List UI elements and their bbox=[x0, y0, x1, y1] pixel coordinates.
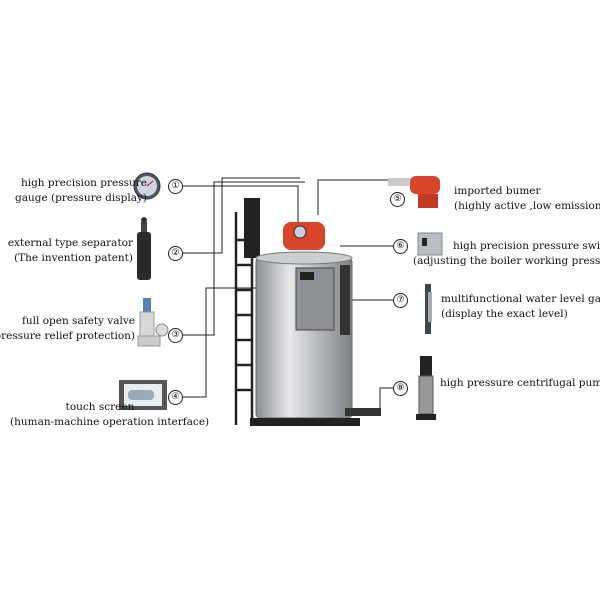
label-line1: multifunctional water level gauge bbox=[441, 293, 600, 305]
label-line2: (highly active ,low emission) bbox=[454, 200, 600, 212]
label-safety-valve: full open safety valve (pressure relief p… bbox=[0, 314, 135, 344]
label-line1: touch screen bbox=[65, 401, 135, 413]
label-line1: imported bumer bbox=[454, 185, 541, 197]
label-pump: high pressure centrifugal pump bbox=[440, 376, 600, 391]
callout-1: ① bbox=[168, 179, 183, 194]
callout-6: ⑥ bbox=[393, 239, 408, 254]
label-line2: (adjusting the boiler working pressure) bbox=[413, 255, 600, 267]
label-line1: full open safety valve bbox=[22, 315, 135, 327]
touch-screen-icon bbox=[119, 380, 167, 410]
label-line1: high precision pressure switch bbox=[453, 240, 600, 252]
callout-7: ⑦ bbox=[393, 293, 408, 308]
water-level-gauge-icon bbox=[425, 284, 432, 334]
label-line1: high precision pressure bbox=[20, 177, 147, 189]
label-touch-screen: touch screen (human-machine operation int… bbox=[10, 400, 210, 430]
callout-3: ③ bbox=[168, 328, 183, 343]
label-line1: external type separator bbox=[7, 237, 133, 249]
callout-5: ⑤ bbox=[390, 192, 405, 207]
separator-icon bbox=[137, 217, 151, 280]
pressure-gauge-icon bbox=[133, 172, 161, 200]
label-pressure-switch: high precision pressure switch (adjusting… bbox=[413, 239, 600, 269]
centrifugal-pump-icon bbox=[416, 356, 436, 420]
label-pressure-gauge: high precision pressure gauge (pressure d… bbox=[15, 176, 147, 206]
callout-4: ④ bbox=[168, 390, 183, 405]
label-line2: (pressure relief protection) bbox=[0, 330, 135, 342]
callout-2: ② bbox=[168, 246, 183, 261]
safety-valve-icon bbox=[137, 298, 169, 347]
pressure-switch-icon bbox=[417, 232, 443, 256]
boiler-illustration bbox=[234, 198, 381, 426]
label-line2: (human-machine operation interface) bbox=[10, 416, 210, 428]
label-line2: gauge (pressure display) bbox=[14, 192, 147, 204]
label-water-level-gauge: multifunctional water level gauge (displa… bbox=[441, 292, 600, 322]
callout-8: ⑧ bbox=[393, 381, 408, 396]
burner-icon bbox=[388, 176, 440, 208]
label-separator: external type separator (The invention pa… bbox=[8, 236, 133, 266]
label-line2: (display the exact level) bbox=[441, 308, 568, 320]
label-line2: (The invention patent) bbox=[14, 252, 133, 264]
label-line1: high pressure centrifugal pump bbox=[440, 377, 600, 389]
label-burner: imported bumer (highly active ,low emissi… bbox=[454, 184, 600, 214]
